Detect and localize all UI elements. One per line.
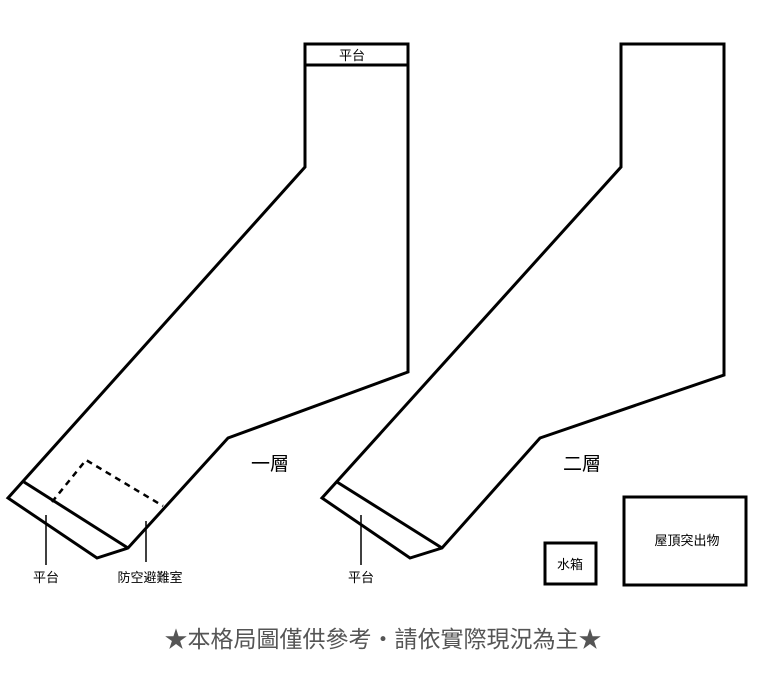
floor-1-top-platform-label: 平台 [339,49,365,64]
rooftop-structure-box [622,495,748,587]
floor-2-name: 二層 [563,453,601,475]
water-tank-label: 水箱 [557,557,583,573]
shelter-room-dashed-outline [51,458,164,508]
water-tank-box [543,541,598,586]
floor-1-bottom-platform-divider [23,480,129,550]
rooftop-structure: 屋頂突出物 [622,495,748,587]
disclaimer-text: ★本格局圖僅供參考‧請依實際現況為主★ [165,627,602,653]
shelter-label: 防空避難室 [117,570,182,586]
floor-1-bottom-platform-label: 平台 [33,571,59,586]
rooftop-structure-label: 屋頂突出物 [654,533,719,549]
floor-2-bottom-platform-divider [336,480,443,550]
floor-2-bottom-platform-label: 平台 [348,571,374,586]
floor-1-name: 一層 [251,453,289,475]
floor-1: 平台 平台 防空避難室 一層 [5,42,410,586]
floor-2: 平台 二層 [319,42,726,586]
water-tank: 水箱 [543,541,598,586]
floor-2-outline [319,42,726,560]
